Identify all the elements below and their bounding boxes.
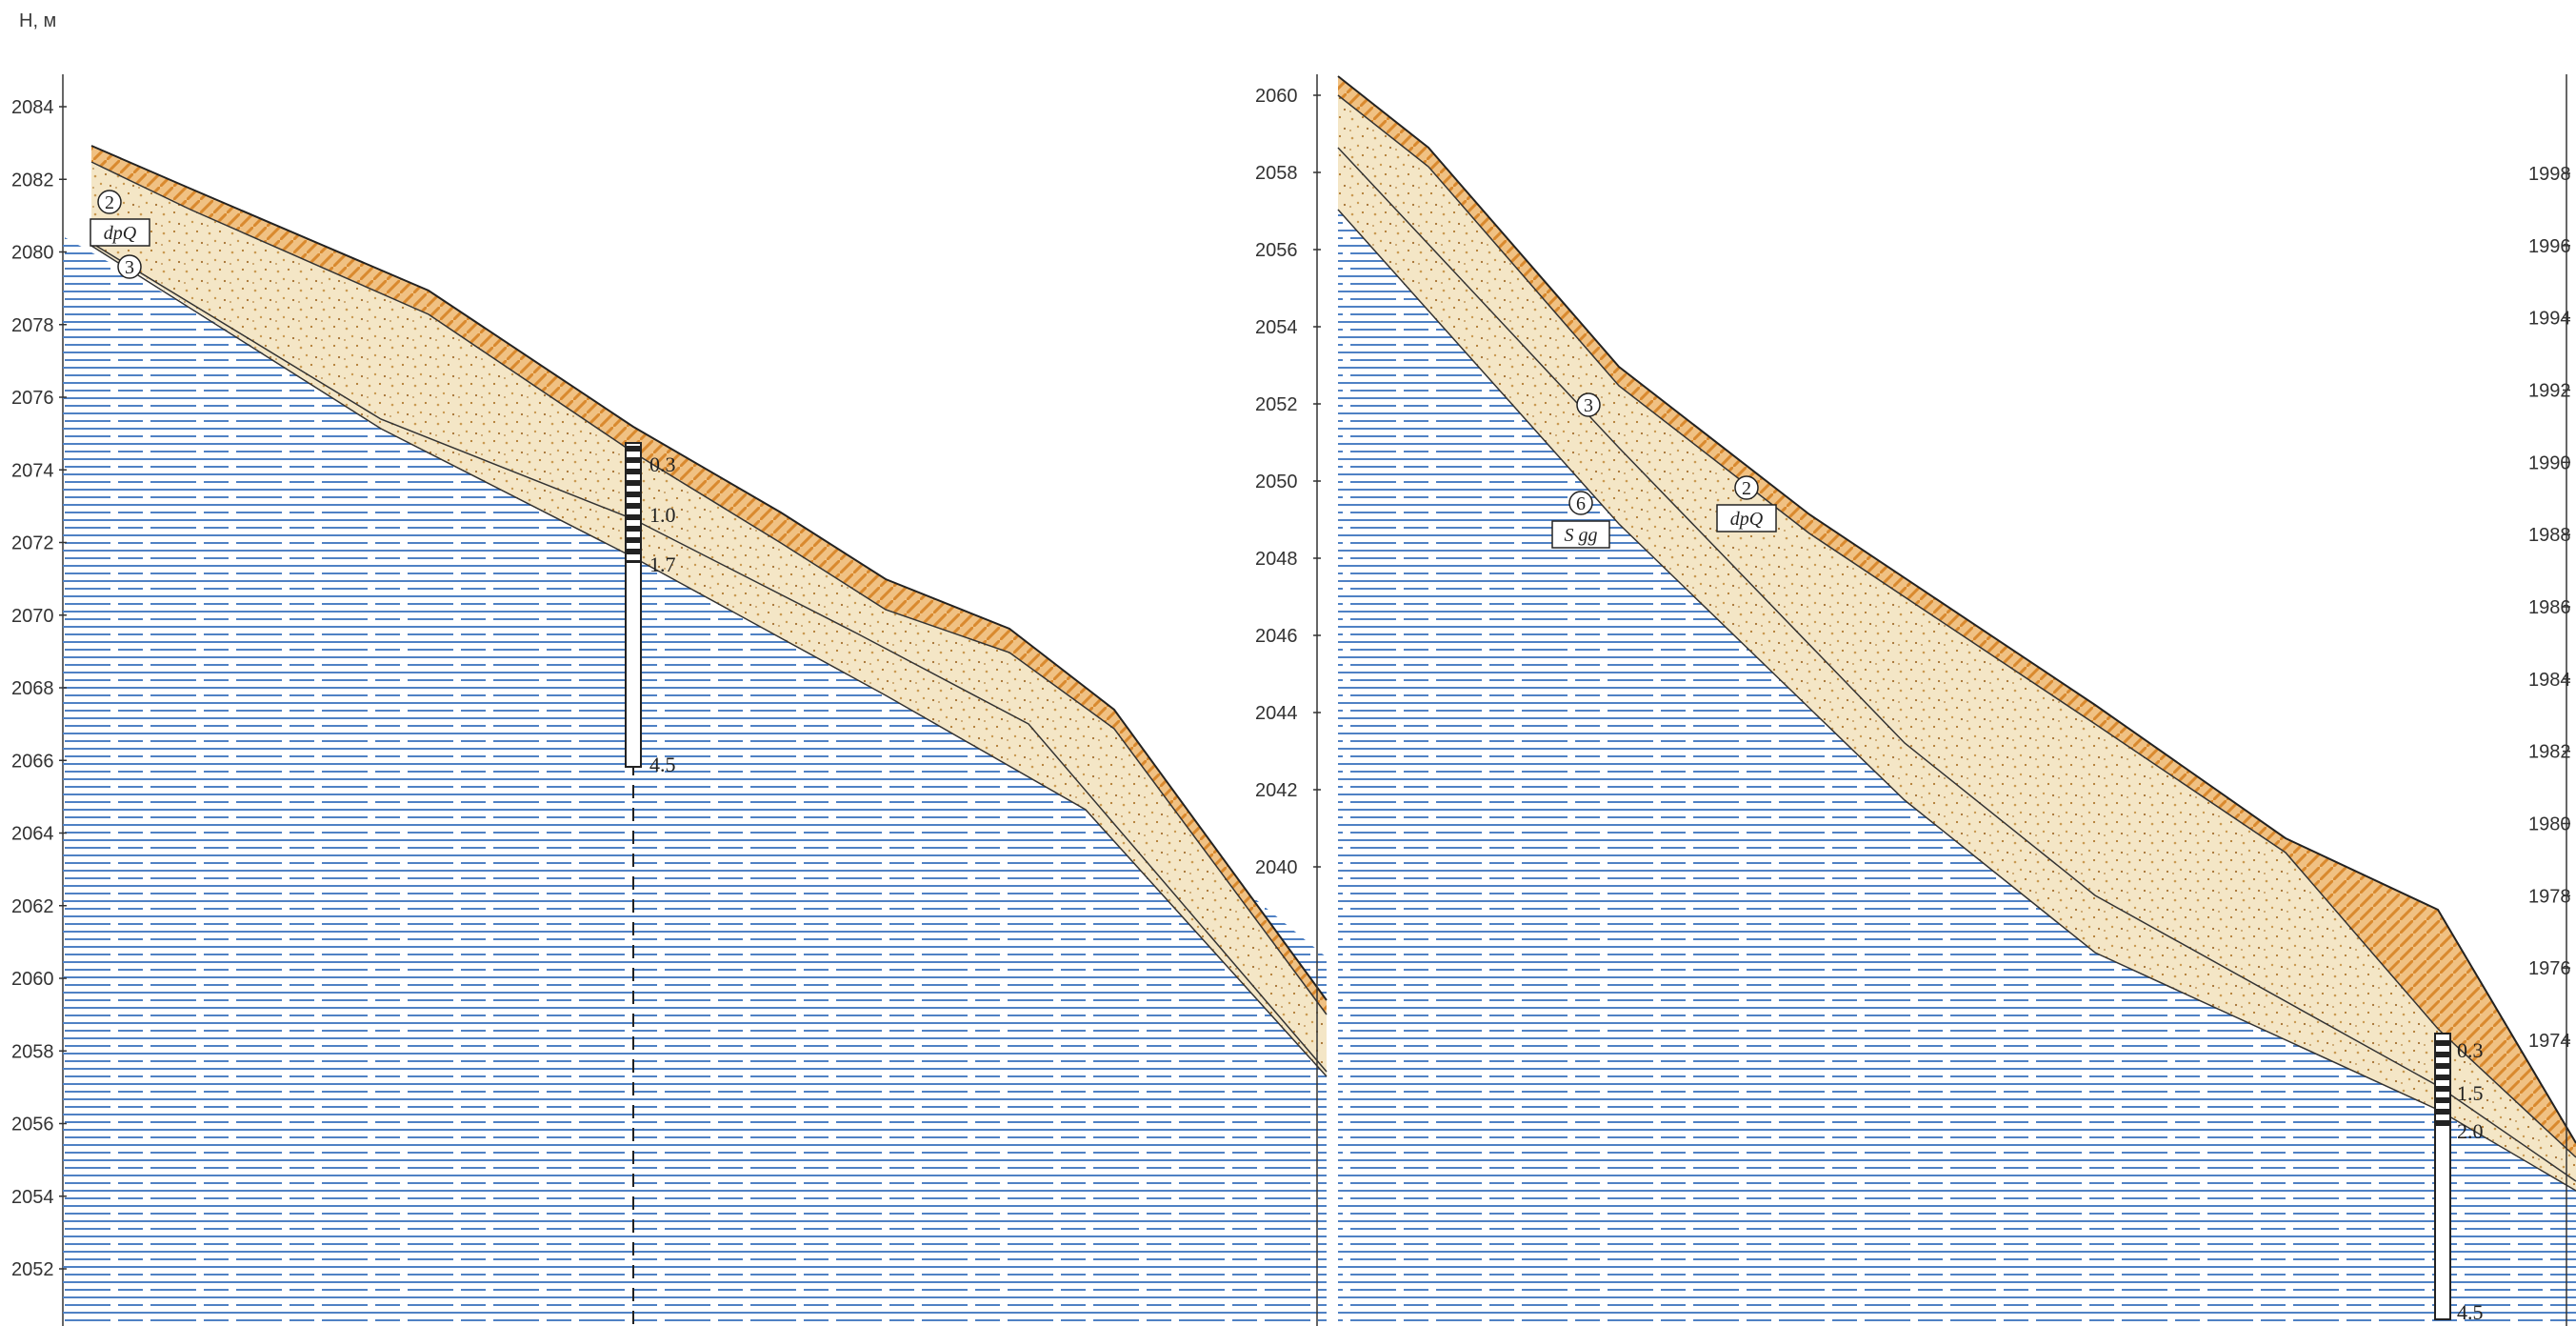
- elevation-tick-label: 1990: [2528, 452, 2571, 473]
- elevation-tick-label: 2054: [1255, 317, 1298, 338]
- elevation-tick-label: 1976: [2528, 958, 2571, 979]
- elevation-tick-label: 2056: [1255, 240, 1298, 261]
- elevation-tick-label: 1994: [2528, 309, 2571, 330]
- elevation-tick-label: 2080: [11, 243, 54, 264]
- elevation-tick-label: 2050: [1255, 472, 1298, 492]
- elevation-tick-label: 2052: [1255, 394, 1298, 415]
- elevation-tick-label: 2048: [1255, 549, 1298, 570]
- depth-label: 1.0: [649, 503, 676, 527]
- elevation-tick-label: 2076: [11, 388, 54, 409]
- depth-label: 0.3: [2457, 1038, 2484, 1062]
- elevation-tick-label: 1986: [2528, 597, 2571, 618]
- loam-layer-middle: [1338, 76, 2576, 1191]
- svg-text:3: 3: [125, 257, 134, 278]
- left-section: [62, 74, 1328, 1326]
- svg-text:dpQ: dpQ: [1730, 509, 1764, 530]
- layer-tag-3-left: 3: [117, 254, 142, 279]
- elevation-tick-label: 2072: [11, 533, 54, 554]
- elevation-tick-label: 1998: [2528, 164, 2571, 185]
- svg-text:3: 3: [1584, 395, 1593, 416]
- layer-tag-3-middle: 3: [1576, 392, 1601, 417]
- elevation-tick-label: 1996: [2528, 236, 2571, 257]
- svg-text:6: 6: [1576, 493, 1586, 514]
- elevation-tick-label: 2060: [1255, 86, 1298, 107]
- soil-layer-middle: [1338, 76, 2576, 1157]
- elevation-tick-label: 1988: [2528, 525, 2571, 546]
- depth-label: 2.0: [2457, 1119, 2484, 1143]
- borehole-1-depths: 0.3 1.0 1.7 4.5: [649, 452, 676, 776]
- elevation-tick-label: 2054: [11, 1187, 54, 1208]
- elevation-tick-label: 2074: [11, 460, 54, 481]
- svg-text:dpQ: dpQ: [104, 223, 137, 244]
- borehole-2-depths: 0.3 1.5 2.0 4.5: [2457, 1038, 2484, 1324]
- elevation-tick-label: 2046: [1255, 626, 1298, 647]
- elevation-tick-label: 2082: [11, 170, 54, 191]
- middle-section: [1316, 74, 2576, 1326]
- svg-text:S gg: S gg: [1565, 525, 1598, 546]
- elevation-tick-label: 2058: [11, 1041, 54, 1062]
- elevation-tick-label: 1984: [2528, 670, 2571, 691]
- layer-tag-6-middle: 6 S gg: [1551, 491, 1610, 549]
- layer-tag-2-left: 2 dpQ: [90, 190, 150, 247]
- elevation-tick-label: 2058: [1255, 163, 1298, 184]
- middle-elevation-axis: 2060 2058 2056 2054 2052 2050 2048 2046 2044 2042…: [1255, 86, 1321, 878]
- elevation-tick-label: 2042: [1255, 780, 1298, 801]
- bedrock-layer-left: [63, 236, 1327, 1326]
- right-elevation-axis: 1998 1996 1994 1992 1990 1988 1986 1984 1982 1980…: [2528, 164, 2571, 1052]
- bedrock-layer-middle: [1338, 210, 2576, 1326]
- axis-title: Н, м: [19, 10, 56, 31]
- svg-text:2: 2: [105, 192, 114, 213]
- depth-label: 4.5: [649, 753, 676, 776]
- svg-text:2: 2: [1742, 478, 1751, 499]
- elevation-tick-label: 2044: [1255, 703, 1298, 724]
- elevation-tick-label: 2084: [11, 97, 54, 118]
- elevation-tick-label: 2052: [11, 1259, 54, 1280]
- layer-tag-2-middle: 2 dpQ: [1716, 475, 1777, 532]
- elevation-tick-label: 1974: [2528, 1031, 2571, 1052]
- left-elevation-axis: 2084 2082 2080 2078 2076 2074 2072 2070 2068 2066…: [11, 97, 67, 1280]
- depth-label: 0.3: [649, 452, 676, 476]
- depth-label: 4.5: [2457, 1300, 2484, 1324]
- elevation-tick-label: 2070: [11, 606, 54, 627]
- elevation-tick-label: 2078: [11, 315, 54, 336]
- elevation-tick-label: 2040: [1255, 857, 1298, 878]
- elevation-tick-label: 1982: [2528, 742, 2571, 763]
- borehole-2: [2434, 1033, 2451, 1320]
- elevation-tick-label: 2066: [11, 751, 54, 772]
- elevation-tick-label: 1980: [2528, 814, 2571, 835]
- elevation-tick-label: 2068: [11, 678, 54, 699]
- loam-layer-left: [91, 146, 1327, 1076]
- depth-label: 1.5: [2457, 1081, 2484, 1105]
- elevation-tick-label: 1992: [2528, 381, 2571, 402]
- elevation-tick-label: 2062: [11, 896, 54, 917]
- elevation-tick-label: 2064: [11, 824, 54, 845]
- elevation-tick-label: 1978: [2528, 886, 2571, 907]
- elevation-tick-label: 2056: [11, 1115, 54, 1135]
- elevation-tick-label: 2060: [11, 969, 54, 990]
- borehole-1: [625, 442, 642, 1326]
- depth-label: 1.7: [649, 552, 676, 576]
